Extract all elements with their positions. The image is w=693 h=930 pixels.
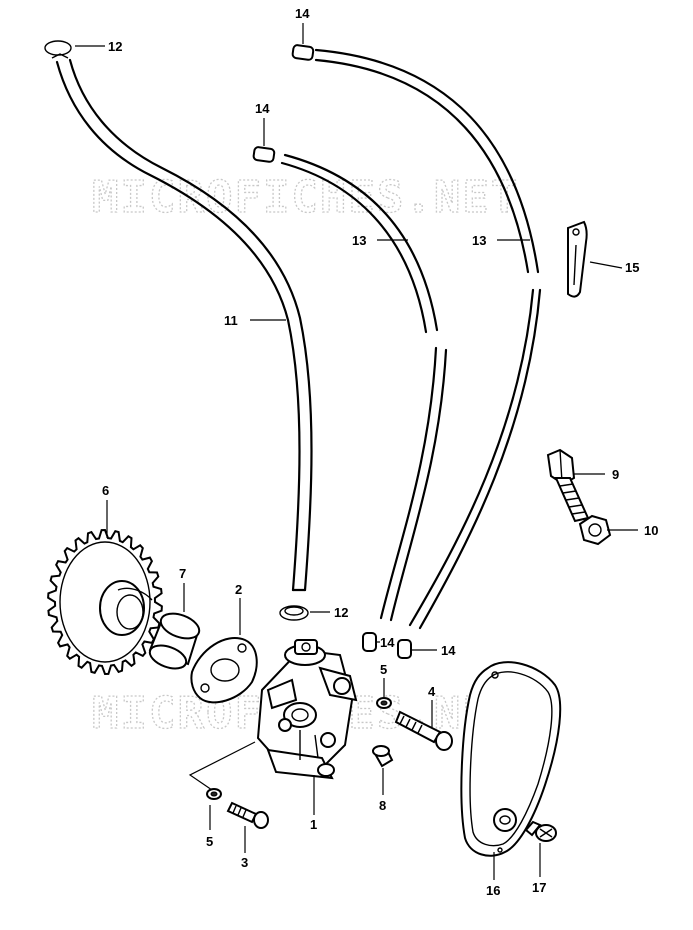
hose-11 — [55, 58, 313, 592]
screw-17 — [524, 820, 557, 842]
washer-5-left — [206, 788, 222, 800]
watermark-top: MICROFICHES.NET — [92, 172, 519, 223]
bolt-4 — [394, 710, 453, 751]
sleeve-7 — [148, 612, 201, 670]
gear-6 — [47, 528, 163, 676]
hose-clip-12-bottom — [279, 605, 309, 621]
callout-1: 1 — [310, 817, 317, 832]
bracket-15 — [567, 220, 588, 298]
callout-2: 2 — [235, 582, 242, 597]
callout-13-right: 13 — [472, 233, 486, 248]
callout-9: 9 — [612, 467, 619, 482]
bolt-9 — [546, 448, 590, 523]
joint-14-low-b — [397, 639, 412, 659]
washer-5-right — [376, 697, 392, 709]
nut-10 — [578, 514, 612, 546]
callout-14-top: 14 — [295, 6, 310, 21]
callout-4: 4 — [428, 684, 436, 699]
callout-7: 7 — [179, 566, 186, 581]
callout-15: 15 — [625, 260, 639, 275]
joint-14-top — [291, 44, 315, 61]
screw-3 — [226, 801, 269, 829]
callout-14-low-a: 14 — [380, 635, 395, 650]
callout-12-top: 12 — [108, 39, 122, 54]
callout-5-right: 5 — [380, 662, 387, 677]
hose-13-left — [280, 153, 448, 622]
callout-8: 8 — [379, 798, 386, 813]
callout-5-left: 5 — [206, 834, 213, 849]
callout-3: 3 — [241, 855, 248, 870]
oil-pump-1 — [256, 639, 358, 780]
callout-14-low-b: 14 — [441, 643, 456, 658]
hose-13-right — [314, 48, 542, 630]
callout-17: 17 — [532, 880, 546, 895]
callout-10: 10 — [644, 523, 658, 538]
leader-lines — [75, 23, 638, 880]
cap-8 — [372, 745, 394, 768]
cover-16 — [460, 661, 562, 857]
callout-13-left: 13 — [352, 233, 366, 248]
callout-12-bottom: 12 — [334, 605, 348, 620]
callout-16: 16 — [486, 883, 500, 898]
callout-6: 6 — [102, 483, 109, 498]
gasket-2 — [190, 637, 258, 704]
joint-14-low-a — [362, 632, 377, 652]
callout-14-mid: 14 — [255, 101, 270, 116]
joint-14-mid — [252, 146, 276, 163]
callout-11: 11 — [224, 313, 238, 328]
hose-clip-12-top — [44, 40, 72, 59]
